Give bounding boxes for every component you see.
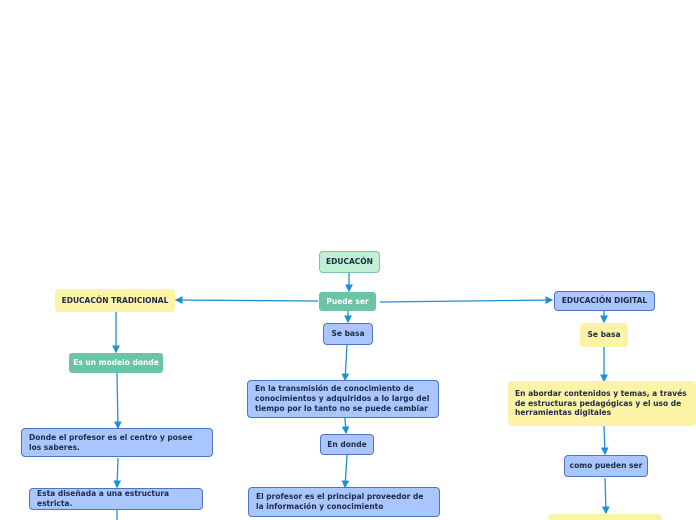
edge-middle-3-to-middle-4	[341, 454, 350, 489]
right-title-node[interactable]: EDUCACIÓN DIGITAL	[554, 291, 655, 311]
right-node-3[interactable]: como pueden ser	[564, 455, 648, 477]
edge-link-to-left-title	[174, 296, 319, 304]
left-title-node[interactable]: EDUCACÓN TRADICIONAL	[55, 289, 175, 312]
middle-node-1[interactable]: Se basa	[323, 323, 373, 345]
middle-node-3[interactable]: En donde	[320, 434, 374, 455]
middle-node-4[interactable]: El profesor es el principal proveedor de…	[248, 487, 440, 517]
link-puede-ser[interactable]: Puede ser	[319, 292, 376, 311]
edge-link-to-right-title	[379, 296, 554, 304]
left-node-3[interactable]: Esta diseñada a una estructura estricta.	[29, 488, 203, 510]
edge-left-2-to-left-3	[113, 457, 122, 489]
right-node-4[interactable]	[548, 514, 662, 520]
right-node-1[interactable]: Se basa	[580, 323, 628, 347]
edge-right-3-to-right-4	[601, 477, 610, 515]
edge-right-2-to-right-3	[600, 425, 609, 456]
root-node[interactable]: EDUCACÓN	[319, 251, 380, 273]
edge-middle-2-to-middle-3	[341, 417, 350, 435]
edge-left-1-to-left-2	[113, 372, 122, 430]
left-node-2[interactable]: Donde el profesor es el centro y posee l…	[21, 428, 213, 457]
middle-node-2[interactable]: En la transmisión de conocimiento de con…	[247, 380, 439, 418]
edge-middle-1-to-middle-2	[341, 344, 350, 382]
left-node-1[interactable]: Es un modelo donde	[69, 353, 163, 373]
right-node-2[interactable]: En abordar contenidos y temas, a través …	[508, 381, 696, 426]
